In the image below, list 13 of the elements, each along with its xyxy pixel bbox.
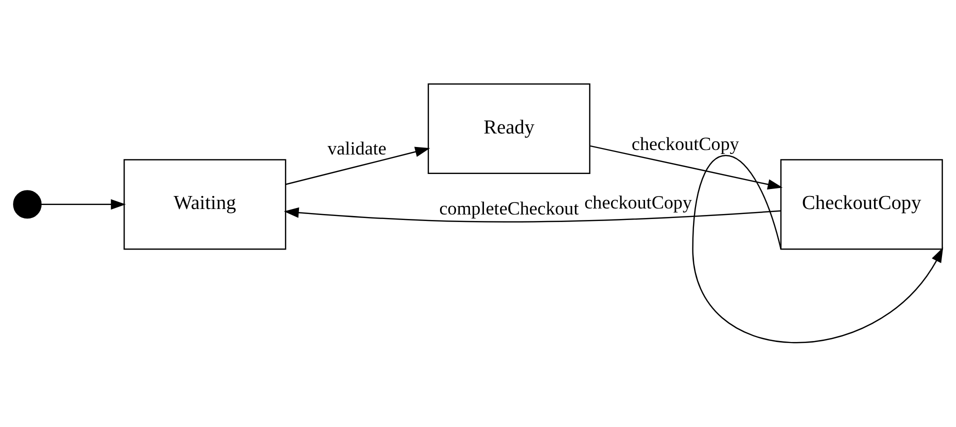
node-box: Ready [428,83,590,174]
edge-label: validate [328,138,386,160]
arrow [590,145,783,190]
edge-label: checkoutCopy [584,192,692,214]
node-circle [13,190,42,219]
edge-label: checkoutCopy [632,134,740,155]
arrow [41,199,126,210]
arrow [284,207,781,222]
edge-label: completeCheckout [439,198,579,220]
arrow [286,146,430,185]
node-box: CheckoutCopy [780,159,943,250]
arrow [692,155,944,344]
node-box: Waiting [124,159,286,250]
